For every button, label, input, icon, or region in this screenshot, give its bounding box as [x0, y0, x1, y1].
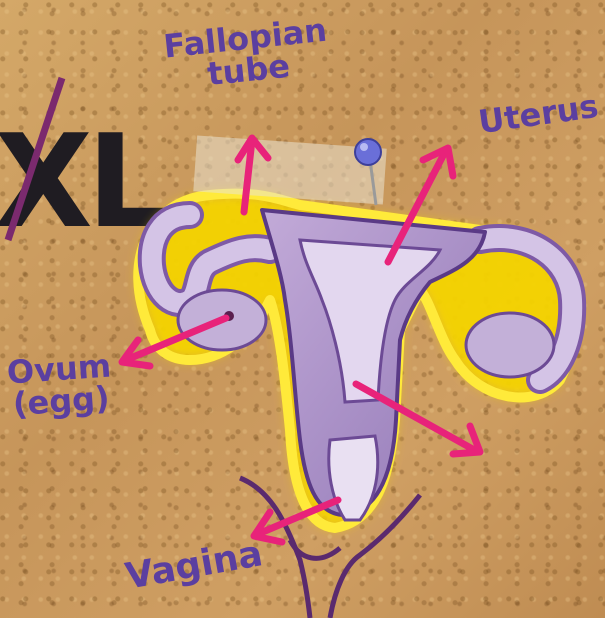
- label-ovum-line2: (egg): [8, 381, 114, 420]
- label-ovum: Ovum (egg): [6, 349, 114, 420]
- ovary-right: [466, 313, 554, 377]
- title-strike: [8, 78, 62, 240]
